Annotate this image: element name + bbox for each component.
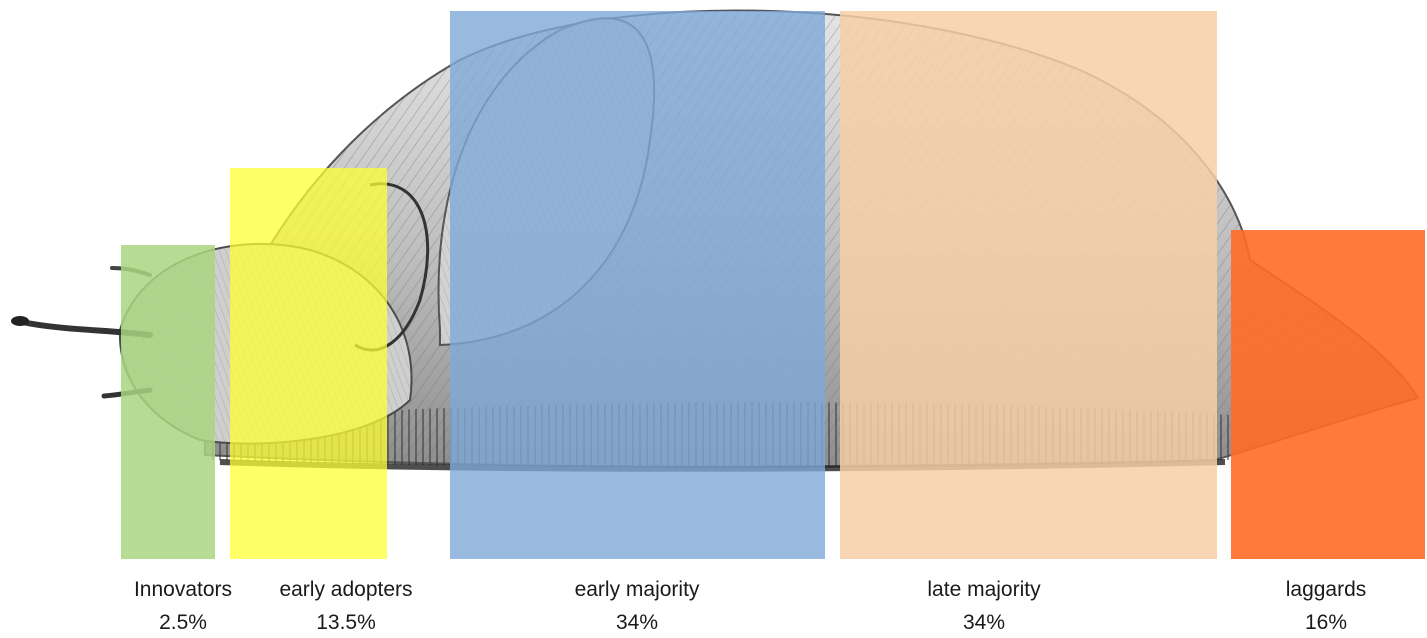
category-label: early adopters	[279, 578, 412, 601]
adoption-labels: Innovators 2.5% early adopters 13.5% early m…	[134, 578, 1366, 634]
category-label: laggards	[1286, 578, 1367, 601]
bar-laggards	[1231, 230, 1425, 559]
percent-label: 13.5%	[316, 611, 376, 634]
percent-label: 34%	[963, 611, 1005, 634]
bar-early-majority	[450, 11, 825, 559]
category-label: Innovators	[134, 578, 232, 601]
slug-tentacle-tip-upper	[11, 316, 29, 326]
percent-label: 2.5%	[159, 611, 207, 634]
bar-innovators	[121, 245, 215, 559]
percent-label: 16%	[1305, 611, 1347, 634]
category-label: early majority	[575, 578, 700, 601]
percent-label: 34%	[616, 611, 658, 634]
category-label: late majority	[927, 578, 1041, 601]
bar-early-adopters	[230, 168, 387, 559]
bar-late-majority	[840, 11, 1217, 559]
